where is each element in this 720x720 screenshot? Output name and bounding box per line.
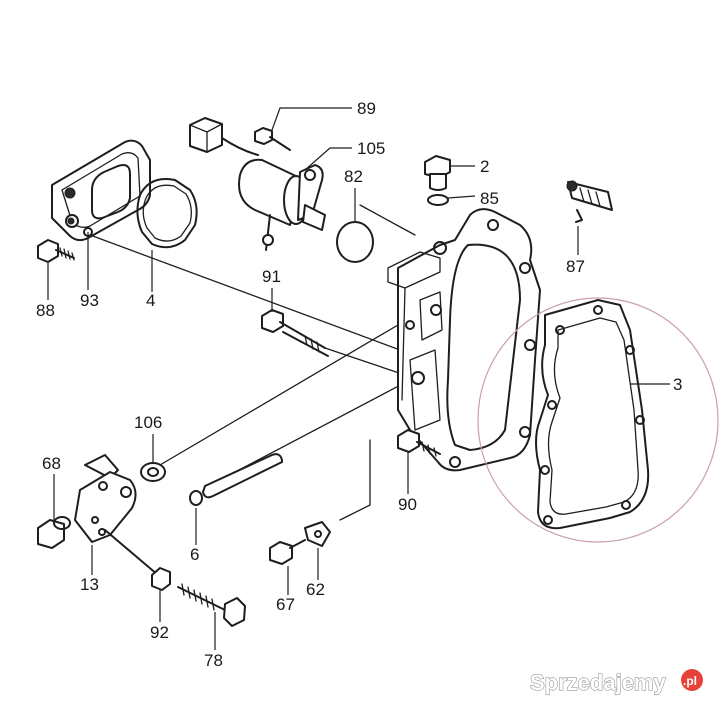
label-87: 87	[566, 257, 585, 276]
part-3-highlight-circle	[477, 297, 719, 543]
leader-lines	[47, 107, 670, 650]
label-13: 13	[80, 575, 99, 594]
label-93: 93	[80, 291, 99, 310]
label-62: 62	[306, 580, 325, 599]
part-68-nut	[37, 516, 71, 549]
label-2: 2	[480, 157, 489, 176]
label-78: 78	[204, 651, 223, 670]
part-90-bolt	[397, 429, 441, 457]
label-68: 68	[42, 454, 61, 473]
label-105: 105	[357, 139, 385, 158]
label-6: 6	[190, 545, 199, 564]
label-82: 82	[344, 167, 363, 186]
watermark-logo: Sprzedajemy .pl	[529, 669, 703, 696]
label-92: 92	[150, 623, 169, 642]
watermark-badge	[681, 669, 703, 691]
label-88: 88	[36, 301, 55, 320]
label-90: 90	[398, 495, 417, 514]
part-85-washer	[427, 194, 449, 206]
label-67: 67	[276, 595, 295, 614]
part-88-bolt	[37, 239, 75, 263]
label-4: 4	[146, 291, 155, 310]
part-89-bolt	[254, 127, 291, 151]
part-6-shaft	[189, 453, 283, 506]
watermark-badge-text: .pl	[683, 674, 697, 688]
part-labels: 89 105 2 85 82 87 4 88 93 91 3 106 68 90…	[36, 99, 682, 670]
label-91: 91	[262, 267, 281, 286]
label-3: 3	[673, 375, 682, 394]
cover-plate	[51, 139, 151, 242]
part-91-bolt	[261, 309, 329, 357]
part-62-clip	[304, 521, 331, 547]
main-housing	[387, 208, 541, 472]
label-89: 89	[357, 99, 376, 118]
part-106-washer	[140, 462, 166, 482]
part-3-gasket	[535, 299, 650, 530]
part-105-solenoid	[238, 158, 326, 251]
part-82-disc	[336, 221, 374, 263]
part-67-bolt	[269, 539, 306, 565]
part-92-nut	[151, 567, 171, 591]
part-13-bracket	[74, 454, 159, 576]
label-106: 106	[134, 413, 162, 432]
part-2-plug	[424, 155, 451, 191]
label-85: 85	[480, 189, 499, 208]
watermark-text: Sprzedajemy	[530, 670, 666, 695]
part-4-gasket	[136, 178, 198, 249]
part-78-bolt	[177, 583, 246, 627]
connector-plug	[189, 117, 259, 156]
part-87-clip	[566, 180, 613, 223]
